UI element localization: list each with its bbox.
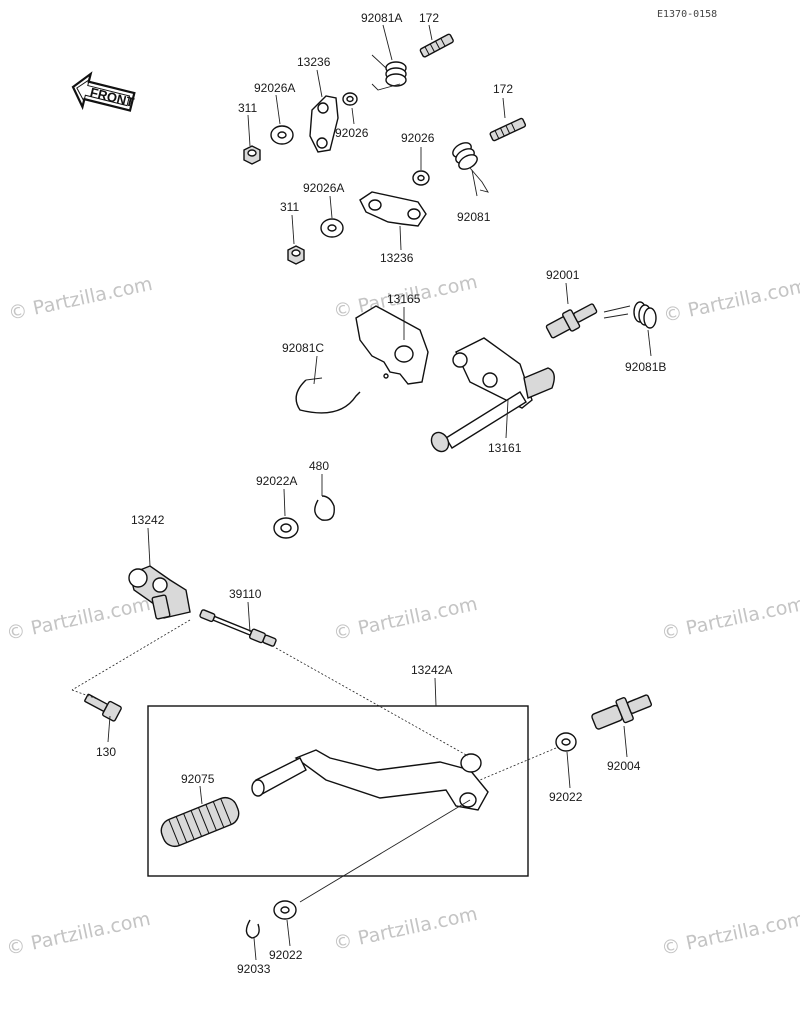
- washer-92026-a: [342, 92, 358, 106]
- label-92022-a: 92022: [549, 790, 583, 804]
- assembly-box-13242A: [147, 705, 529, 877]
- clip-480: [314, 495, 335, 521]
- pin-92001: [545, 303, 598, 339]
- assembly-lines: [71, 619, 557, 903]
- bolt-130: [84, 693, 122, 722]
- clip-92033: [245, 919, 260, 939]
- watermark: © Partzilla.com: [331, 903, 479, 955]
- plate-13165: [355, 305, 429, 385]
- label-92026A-a: 92026A: [254, 81, 295, 95]
- label-92001: 92001: [546, 268, 580, 282]
- washer-92026-b: [412, 170, 430, 186]
- rubber-92075: [160, 796, 240, 848]
- label-172-b: 172: [493, 82, 513, 96]
- watermark: © Partzilla.com: [661, 275, 800, 327]
- watermark: © Partzilla.com: [4, 593, 152, 645]
- part-labels: 92081A 172 13236 92026A 311 92026 172 92…: [96, 11, 666, 976]
- label-92033: 92033: [237, 962, 271, 976]
- label-92081B: 92081B: [625, 360, 666, 374]
- spring-92081B: [603, 301, 657, 329]
- label-480: 480: [309, 459, 329, 473]
- label-92081C: 92081C: [282, 341, 324, 355]
- front-arrow-icon: FRONT: [71, 71, 136, 112]
- label-92075: 92075: [181, 772, 215, 786]
- watermark: © Partzilla.com: [659, 593, 800, 645]
- stud-172-b: [489, 117, 527, 142]
- label-39110: 39110: [229, 587, 262, 601]
- shaft-13161: [430, 337, 555, 453]
- label-172-a: 172: [419, 11, 439, 25]
- watermark: © Partzilla.com: [331, 593, 479, 645]
- nut-311-a: [243, 145, 261, 165]
- label-311-a: 311: [238, 101, 257, 115]
- label-311-b: 311: [280, 200, 299, 214]
- label-13242: 13242: [131, 513, 165, 527]
- watermark: © Partzilla.com: [4, 908, 152, 960]
- washer-92022A: [273, 517, 299, 539]
- spring-92081: [452, 142, 489, 193]
- washer-92026A-b: [320, 218, 344, 238]
- plate-13236-b: [359, 191, 427, 227]
- label-92081: 92081: [457, 210, 491, 224]
- nut-311-b: [287, 245, 305, 265]
- watermark: © Partzilla.com: [659, 908, 800, 960]
- lever-13242A: [251, 749, 489, 811]
- rod-39110: [199, 609, 277, 647]
- plate-13236-a: [309, 95, 339, 153]
- label-92022-b: 92022: [269, 948, 303, 962]
- label-92081A: 92081A: [361, 11, 402, 25]
- label-92026-b: 92026: [401, 131, 435, 145]
- label-13236-b: 13236: [380, 251, 414, 265]
- label-13161: 13161: [488, 441, 522, 455]
- label-13165: 13165: [387, 292, 421, 306]
- pivot-92004: [591, 694, 653, 730]
- label-92026A-b: 92026A: [303, 181, 344, 195]
- watermark: © Partzilla.com: [6, 273, 154, 325]
- washer-92022-a: [555, 732, 577, 752]
- label-13242A: 13242A: [411, 663, 452, 677]
- washer-92022-b: [273, 900, 297, 920]
- label-92026-a: 92026: [335, 126, 369, 140]
- label-13236-a: 13236: [297, 55, 331, 69]
- joint-13242: [128, 565, 191, 620]
- stud-172-a: [419, 33, 454, 58]
- spring-92081A: [371, 54, 407, 91]
- label-130: 130: [96, 745, 116, 759]
- label-92022A: 92022A: [256, 474, 297, 488]
- label-92004: 92004: [607, 759, 641, 773]
- reference-code: E1370-0158: [657, 9, 717, 20]
- leader-lines: [107, 24, 652, 961]
- clip-92081C: [295, 377, 361, 414]
- washer-92026A-a: [270, 125, 294, 145]
